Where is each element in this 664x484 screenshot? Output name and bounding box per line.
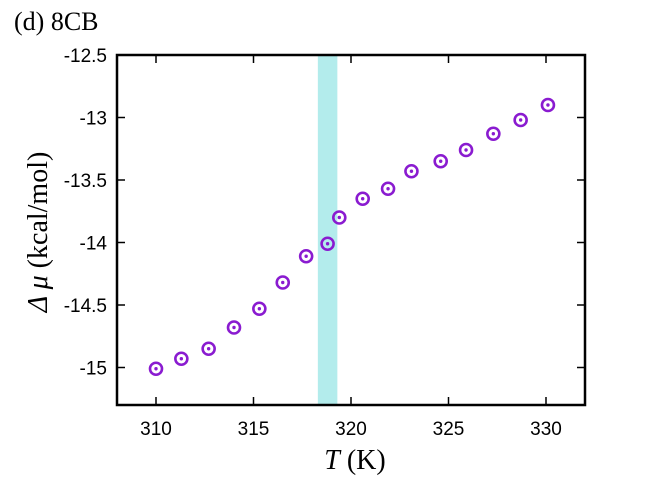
data-point-ring [433,153,449,169]
data-point-ring [252,301,267,317]
data-point [355,191,371,207]
data-point-dot [518,118,523,122]
y-tick-label: -13.5 [64,171,107,192]
y-axis-label: Δ μ (kcal/mol) [23,152,54,314]
data-point-dot [206,347,211,351]
x-tick-label: 315 [238,419,270,440]
data-point-dot [154,367,158,371]
data-point [148,361,164,377]
data-point-ring [320,236,335,252]
x-axis-unit: (K) [340,445,386,476]
data-point [404,163,419,179]
data-point-dot [361,197,365,201]
x-axis-symbol: T [324,445,342,476]
y-axis-ticks: -12.5 -13 -13.5 -14 -14.5 -15 [64,46,585,380]
x-tick-label: 330 [530,419,562,440]
data-point-dot [281,280,285,285]
data-point [275,275,291,290]
data-point-dot [325,242,330,246]
data-point-ring [174,351,189,367]
data-point-ring [380,181,396,197]
y-tick-label: -13 [80,109,107,130]
data-point [486,126,501,142]
data-point [380,181,396,197]
y-tick-label: -12.5 [64,46,107,67]
x-axis-label: T (K) [324,445,385,476]
data-point-ring [331,210,347,225]
data-point-dot [232,325,236,330]
data-point-ring [226,320,242,335]
data-point [201,341,216,357]
data-point-ring [404,163,419,179]
data-point-dot [439,159,443,163]
data-point-dot [491,132,496,136]
y-tick-label: -14 [80,234,108,255]
data-point-ring [355,191,371,207]
data-point-dot [304,254,308,258]
data-point [298,248,314,264]
data-point-ring [513,112,528,128]
y-tick-label: -14.5 [64,296,107,317]
y-tick-label: -15 [80,359,107,380]
data-point-dot [464,148,468,152]
data-point [331,210,347,225]
data-point-ring [298,248,314,264]
data-point-dot [409,169,414,173]
plot-frame [115,53,587,407]
x-axis-ticks: 310 315 320 325 330 [140,55,562,440]
panel-label: (d) 8CB [14,7,99,36]
data-point [174,351,189,367]
data-point-dot [257,307,262,311]
data-point-ring [486,126,501,142]
transition-band [317,55,338,405]
y-axis-unit: (kcal/mol) [23,152,54,276]
data-points [148,97,556,377]
data-point-dot [546,103,550,107]
data-point-ring [201,341,216,357]
x-tick-label: 310 [140,419,172,440]
data-point [458,142,474,158]
data-point-ring [148,361,164,377]
data-point-dot [337,215,341,220]
data-point-ring [275,275,291,290]
data-point [252,301,267,317]
x-tick-label: 320 [335,419,367,440]
x-tick-label: 325 [433,419,465,440]
data-point-ring [540,97,556,113]
data-point [433,153,449,169]
data-point [540,97,556,113]
data-point-dot [386,187,390,191]
y-axis-symbol: Δ μ [23,275,54,313]
data-point [513,112,528,128]
data-point [226,320,242,335]
data-point [320,236,335,252]
data-point-ring [458,142,474,158]
data-point-dot [179,357,184,361]
